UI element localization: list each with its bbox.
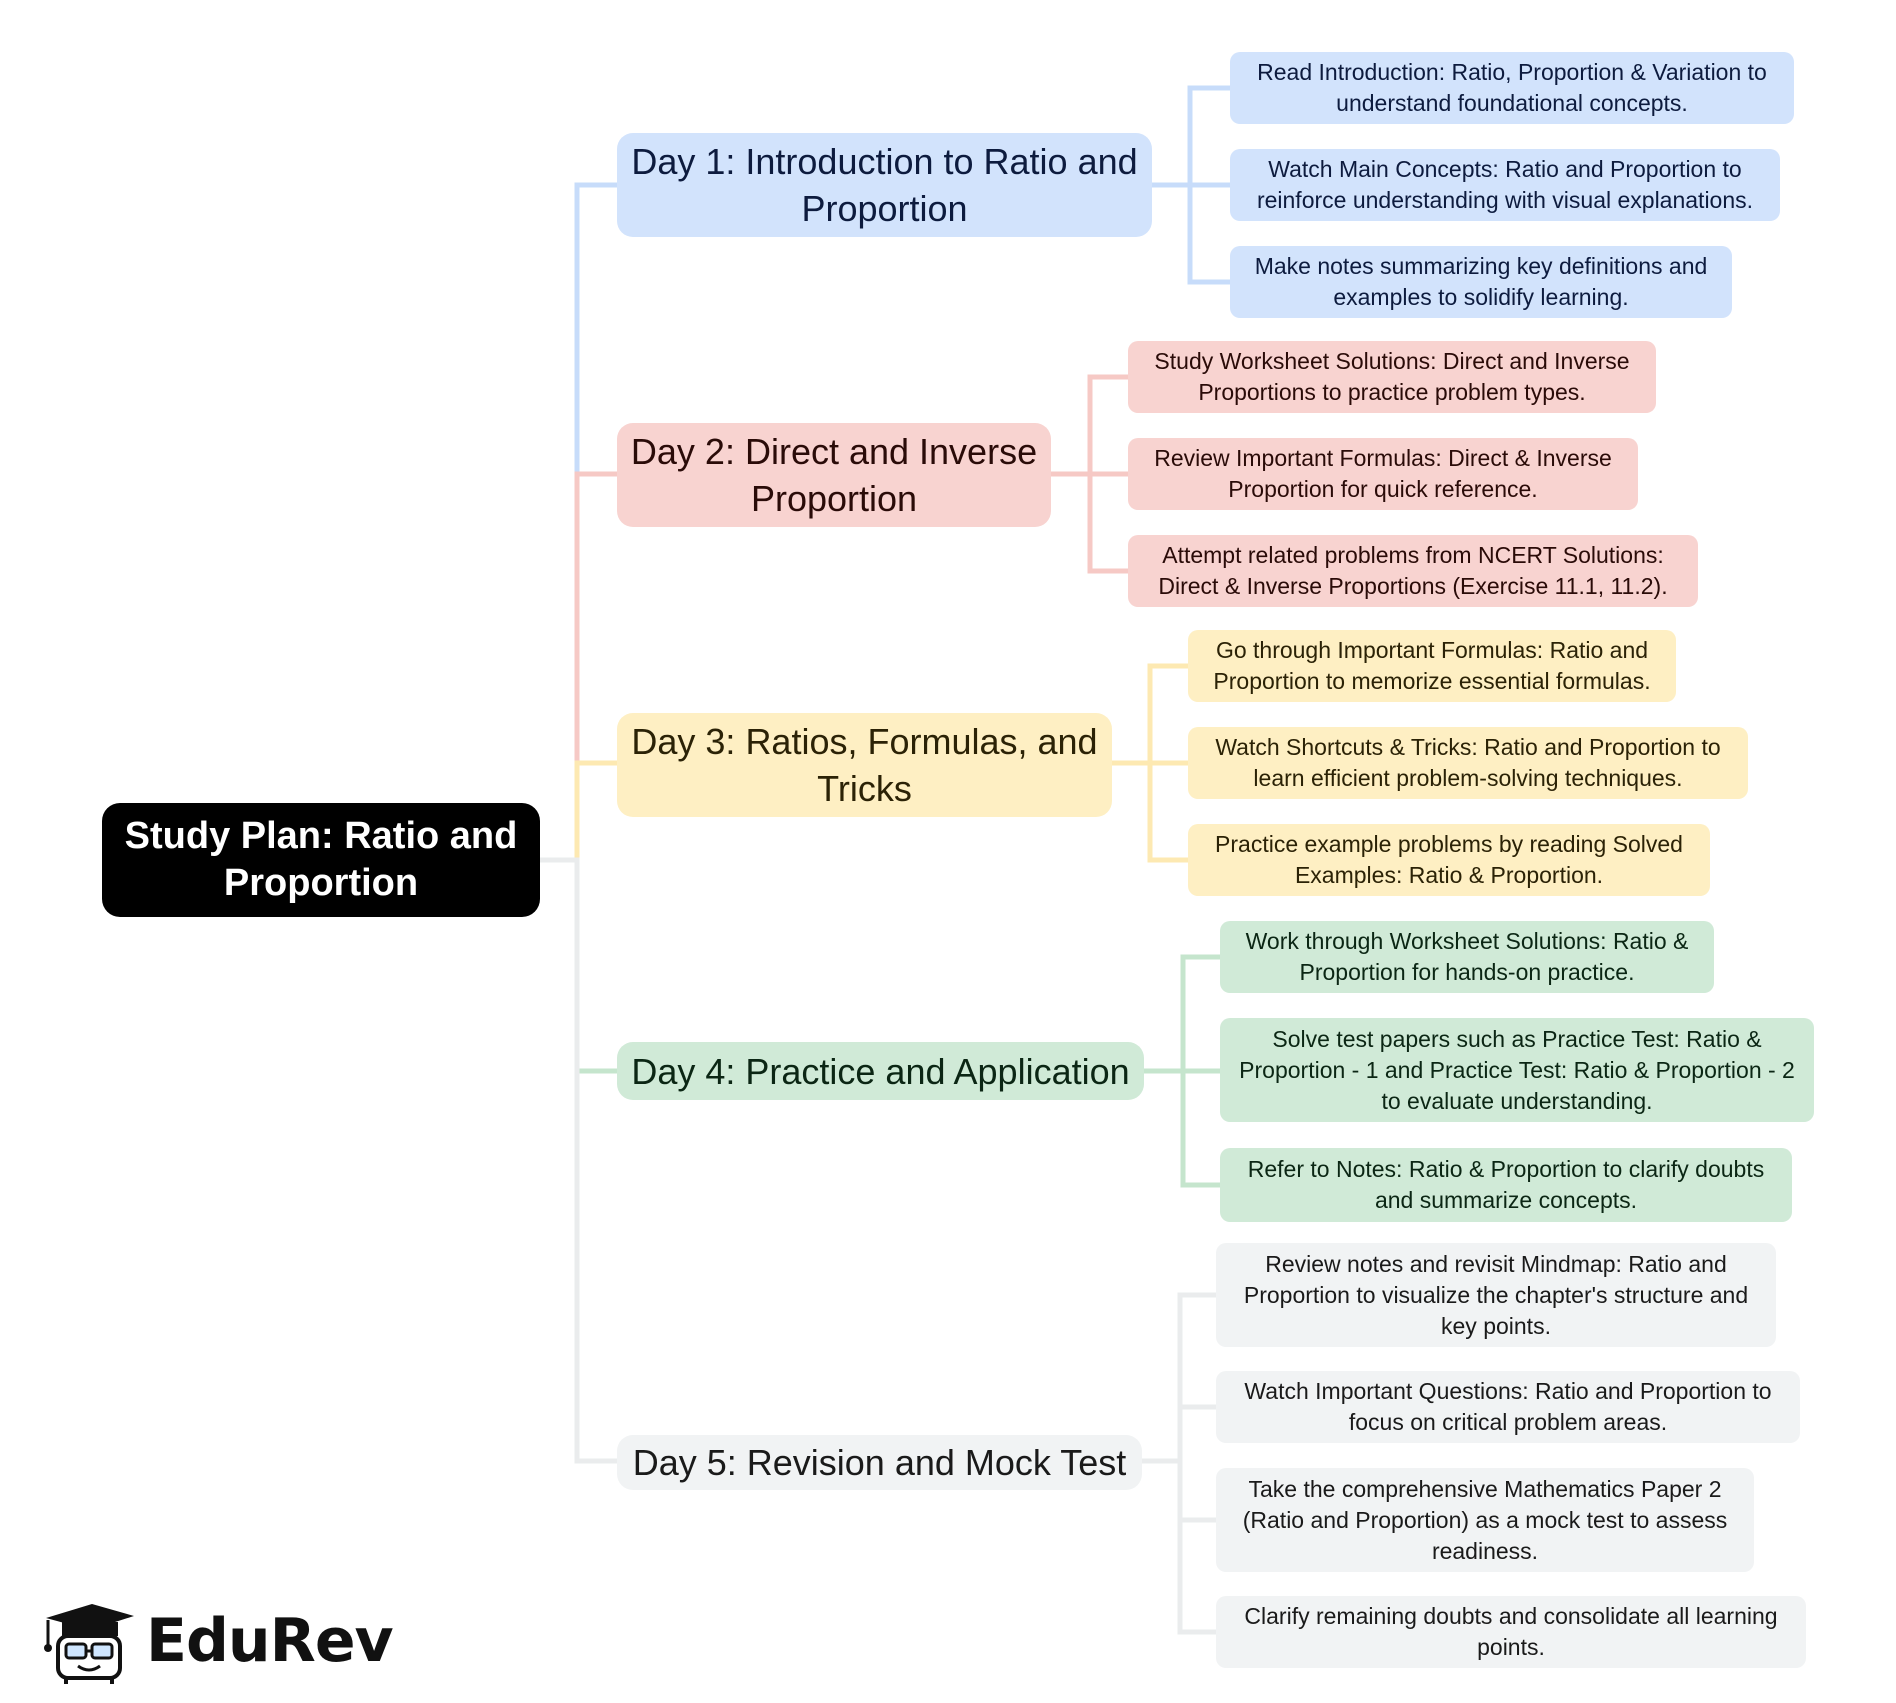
connector-root-day4 <box>540 857 622 1074</box>
day1-task1: Read Introduction: Ratio, Proportion & V… <box>1230 52 1794 124</box>
day5-task3: Take the comprehensive Mathematics Paper… <box>1216 1468 1754 1572</box>
day5-task2: Watch Important Questions: Ratio and Pro… <box>1216 1371 1800 1443</box>
day2-task1: Study Worksheet Solutions: Direct and In… <box>1128 341 1656 413</box>
day2-task3: Attempt related problems from NCERT Solu… <box>1128 535 1698 607</box>
day4-label: Day 4: Practice and Application <box>631 1050 1130 1092</box>
day3-task1: Go through Important Formulas: Ratio and… <box>1188 630 1676 702</box>
connector-root-day5 <box>540 857 622 1464</box>
day3-label: Day 3: Ratios, Formulas, and Tricks <box>631 721 1098 809</box>
day1-task3-text: Make notes summarizing key definitions a… <box>1254 253 1708 310</box>
day5-task2-text: Watch Important Questions: Ratio and Pro… <box>1244 1378 1772 1435</box>
day3-task3-text: Practice example problems by reading Sol… <box>1215 831 1683 888</box>
day5-task1: Review notes and revisit Mindmap: Ratio … <box>1216 1243 1776 1347</box>
day1-node: Day 1: Introduction to Ratio and Proport… <box>617 133 1152 237</box>
logo-text: EduRev <box>146 1606 394 1676</box>
day1-task3: Make notes summarizing key definitions a… <box>1230 246 1732 318</box>
day4-task3: Refer to Notes: Ratio & Proportion to cl… <box>1220 1148 1792 1222</box>
connector-day4-task3 <box>1144 1068 1220 1188</box>
day4-task2: Solve test papers such as Practice Test:… <box>1220 1018 1814 1122</box>
connector-day5-task2 <box>1142 1404 1216 1464</box>
day3-task1-text: Go through Important Formulas: Ratio and… <box>1213 637 1651 694</box>
day5-label: Day 5: Revision and Mock Test <box>632 1442 1127 1483</box>
day4-task2-text: Solve test papers such as Practice Test:… <box>1239 1025 1795 1114</box>
day5-task1-text: Review notes and revisit Mindmap: Ratio … <box>1243 1250 1749 1339</box>
connector-day2-task3 <box>1051 471 1128 574</box>
connector-day3-task3 <box>1112 760 1188 863</box>
day1-task1-text: Read Introduction: Ratio, Proportion & V… <box>1257 59 1767 116</box>
day3-task2-text: Watch Shortcuts & Tricks: Ratio and Prop… <box>1215 734 1721 791</box>
day1-task2-text: Watch Main Concepts: Ratio and Proportio… <box>1256 156 1754 213</box>
day4-task1-text: Work through Worksheet Solutions: Ratio … <box>1245 928 1689 985</box>
day5-task3-text: Take the comprehensive Mathematics Paper… <box>1242 1475 1728 1564</box>
connector-day1-task3 <box>1152 182 1230 285</box>
day2-task2: Review Important Formulas: Direct & Inve… <box>1128 438 1638 510</box>
day4-node: Day 4: Practice and Application <box>617 1042 1144 1100</box>
day3-node: Day 3: Ratios, Formulas, and Tricks <box>617 713 1112 817</box>
connector-root-day2 <box>540 471 622 863</box>
connector-day2-task1 <box>1051 374 1128 477</box>
day1-task2: Watch Main Concepts: Ratio and Proportio… <box>1230 149 1780 221</box>
connector-root-day3 <box>540 760 622 863</box>
connector-day1-task1 <box>1152 85 1230 188</box>
day2-task2-text: Review Important Formulas: Direct & Inve… <box>1154 445 1612 502</box>
connector-day5-task4 <box>1142 1458 1216 1635</box>
day5-task4-text: Clarify remaining doubts and consolidate… <box>1244 1603 1778 1660</box>
connector-day3-task1 <box>1112 663 1188 766</box>
connector-day4-task1 <box>1144 954 1220 1074</box>
edurev-logo: EduRev <box>36 1596 394 1686</box>
root-label: Study Plan: Ratio and Proportion <box>124 815 518 904</box>
day4-task3-text: Refer to Notes: Ratio & Proportion to cl… <box>1247 1156 1765 1213</box>
day2-label: Day 2: Direct and Inverse Proportion <box>630 431 1038 519</box>
day3-task2: Watch Shortcuts & Tricks: Ratio and Prop… <box>1188 727 1748 799</box>
day5-task4: Clarify remaining doubts and consolidate… <box>1216 1596 1806 1668</box>
root-node: Study Plan: Ratio and Proportion <box>102 803 540 917</box>
day2-task1-text: Study Worksheet Solutions: Direct and In… <box>1154 348 1630 405</box>
day2-task3-text: Attempt related problems from NCERT Solu… <box>1158 542 1668 599</box>
day3-task3: Practice example problems by reading Sol… <box>1188 824 1710 896</box>
day2-node: Day 2: Direct and Inverse Proportion <box>617 423 1051 527</box>
day5-node: Day 5: Revision and Mock Test <box>617 1435 1142 1490</box>
day4-task1: Work through Worksheet Solutions: Ratio … <box>1220 921 1714 993</box>
graduation-cap-mascot-icon <box>44 1604 134 1684</box>
connector-root-day1 <box>540 182 622 863</box>
day1-label: Day 1: Introduction to Ratio and Proport… <box>631 141 1138 229</box>
